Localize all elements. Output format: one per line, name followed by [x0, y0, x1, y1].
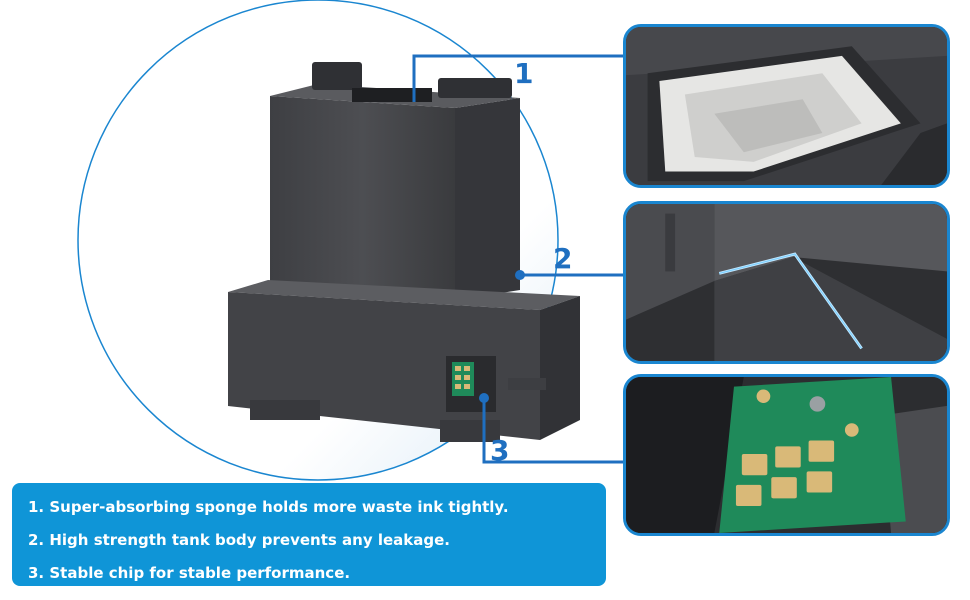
leader-dot-2 — [515, 270, 525, 280]
sponge-closeup — [626, 27, 947, 185]
callout-number-2: 2 — [553, 242, 573, 275]
leader-line-1 — [412, 54, 623, 102]
tank-tower-front — [270, 96, 455, 300]
tank-opening — [352, 88, 432, 102]
callout-number-1: 1 — [514, 57, 534, 90]
tank-clip — [438, 78, 512, 98]
detail-panel-sponge — [623, 24, 950, 188]
feature-tank-body: 2. High strength tank body prevents any … — [28, 531, 450, 549]
tank-base-top — [228, 280, 580, 310]
label-plate — [508, 378, 546, 390]
feature-list: 1. Super-absorbing sponge holds more was… — [12, 483, 606, 586]
leader-line-3 — [482, 398, 623, 464]
feature-sponge: 1. Super-absorbing sponge holds more was… — [28, 498, 509, 516]
tank-clip — [312, 62, 362, 90]
detail-panel-tank-body — [623, 201, 950, 364]
chip-closeup — [626, 377, 947, 533]
callout-number-3: 3 — [490, 434, 510, 467]
tank-tower-side — [455, 98, 520, 300]
detail-panel-chip — [623, 374, 950, 536]
tank-edge-closeup — [626, 204, 947, 361]
leader-dot-3 — [479, 393, 489, 403]
feature-chip: 3. Stable chip for stable performance. — [28, 564, 351, 582]
tank-foot — [250, 400, 320, 420]
tank-base-side — [540, 296, 580, 440]
